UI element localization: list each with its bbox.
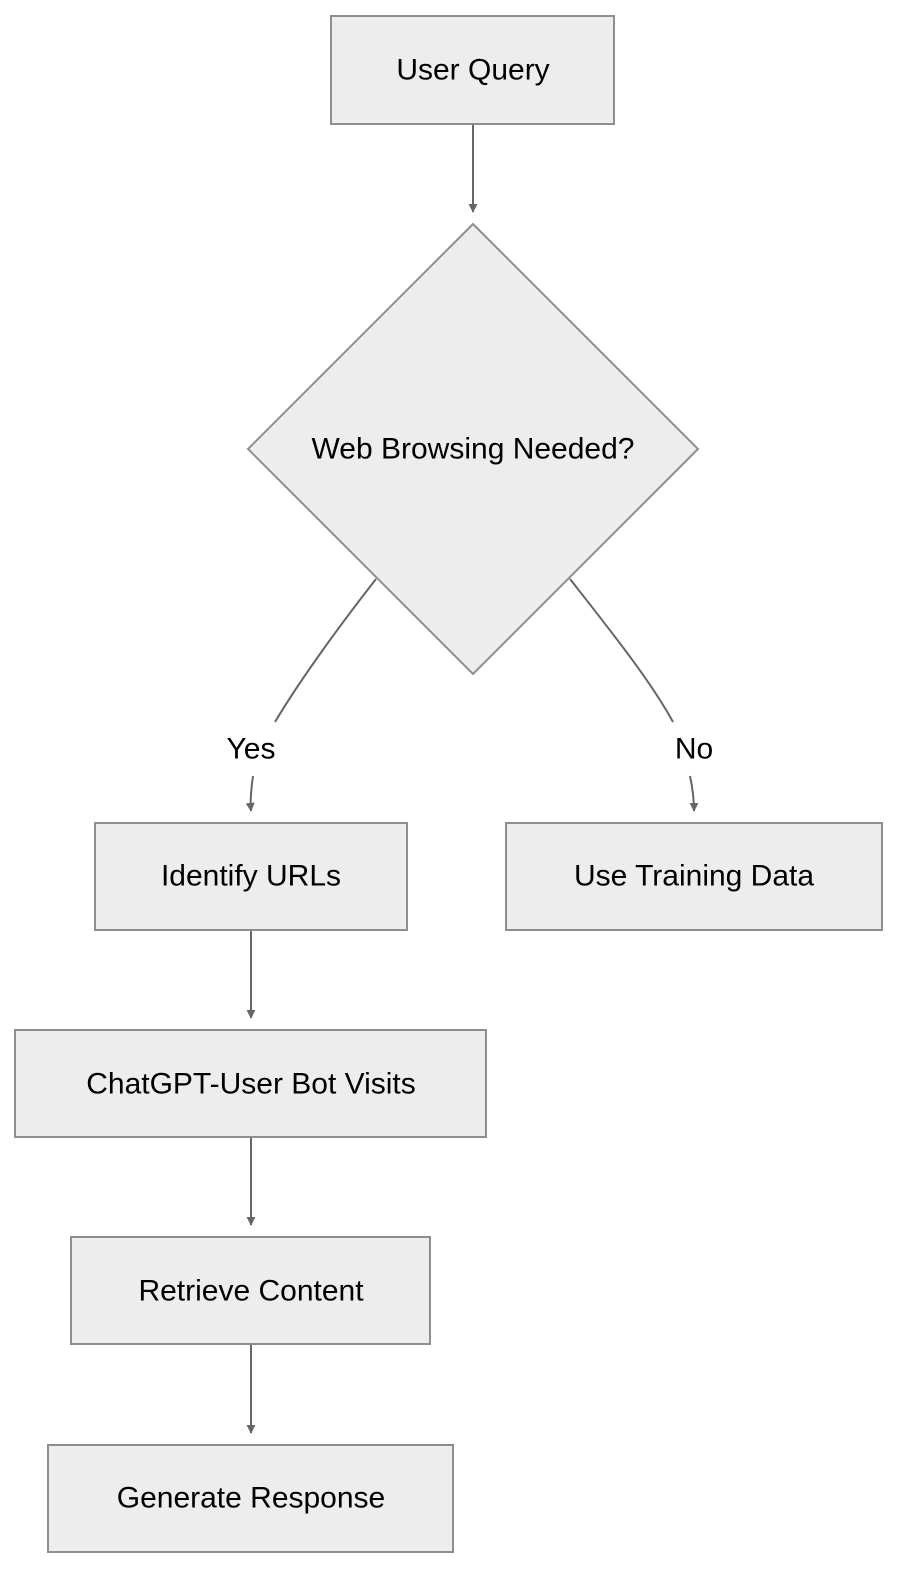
edge-label-no: No bbox=[675, 733, 713, 766]
node-chatgpt-user-bot-visits-label: ChatGPT-User Bot Visits bbox=[86, 1068, 416, 1101]
node-generate-response: Generate Response bbox=[47, 1444, 454, 1553]
node-generate-response-label: Generate Response bbox=[117, 1482, 386, 1515]
node-user-query-label: User Query bbox=[396, 54, 549, 87]
edge-label-no-text: No bbox=[675, 733, 713, 766]
node-chatgpt-user-bot-visits: ChatGPT-User Bot Visits bbox=[14, 1029, 487, 1138]
node-use-training-data-label: Use Training Data bbox=[574, 860, 814, 893]
edge-label-yes-text: Yes bbox=[227, 733, 276, 766]
node-web-browsing-needed-label: Web Browsing Needed? bbox=[312, 433, 635, 466]
node-web-browsing-needed: Web Browsing Needed? bbox=[246, 222, 700, 676]
node-use-training-data: Use Training Data bbox=[505, 822, 883, 931]
edge-decision-no bbox=[569, 578, 699, 812]
node-identify-urls-label: Identify URLs bbox=[161, 860, 341, 893]
node-retrieve-content: Retrieve Content bbox=[70, 1236, 431, 1345]
edge-label-yes: Yes bbox=[227, 733, 276, 766]
edge-decision-yes bbox=[245, 578, 377, 812]
node-retrieve-content-label: Retrieve Content bbox=[138, 1275, 364, 1308]
node-user-query: User Query bbox=[330, 15, 615, 125]
node-identify-urls: Identify URLs bbox=[94, 822, 408, 931]
